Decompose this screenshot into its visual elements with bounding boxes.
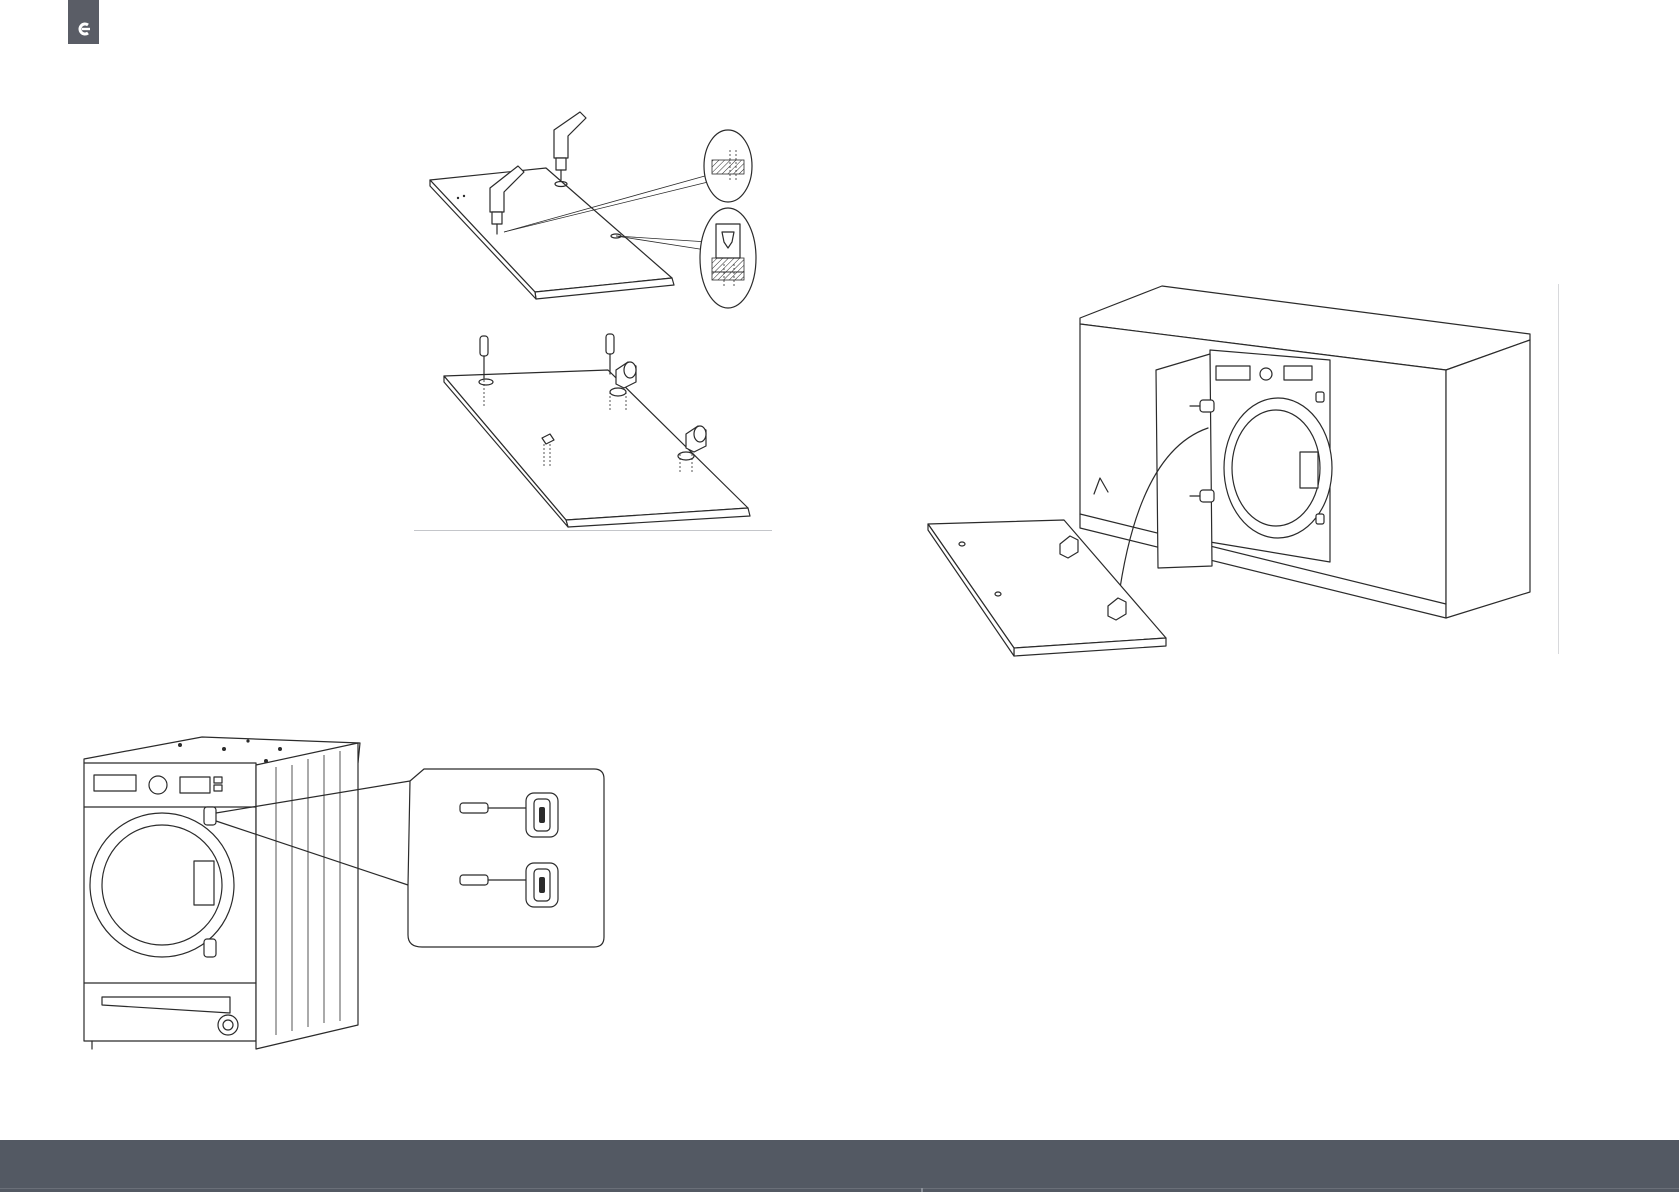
hinge-plate (526, 863, 558, 907)
door-panel (444, 370, 750, 527)
hinge-plate (526, 793, 558, 837)
washing-machine-icon (84, 737, 360, 1049)
brand-logo (68, 0, 99, 44)
page-split-marker (921, 1188, 923, 1192)
screwing-hinges-figure (440, 330, 780, 530)
footer-band (0, 1140, 1679, 1192)
machine-hinge-plates-figure (80, 735, 620, 1057)
drilling-door-panel-figure (420, 108, 780, 318)
footer-divider (0, 1188, 1679, 1189)
screwdriver-icon (606, 334, 614, 374)
detail-circle (704, 130, 752, 202)
mounting-door-panel-figure (910, 282, 1570, 702)
hinge-plate-detail-box (408, 769, 604, 947)
detail-circle (700, 208, 756, 308)
brand-logo-icon (76, 22, 92, 36)
door-panel (430, 168, 674, 299)
cabinet-icon (1080, 286, 1530, 618)
page-edge-line (1558, 284, 1559, 654)
figure-divider (414, 530, 772, 531)
drill-icon (554, 112, 586, 187)
